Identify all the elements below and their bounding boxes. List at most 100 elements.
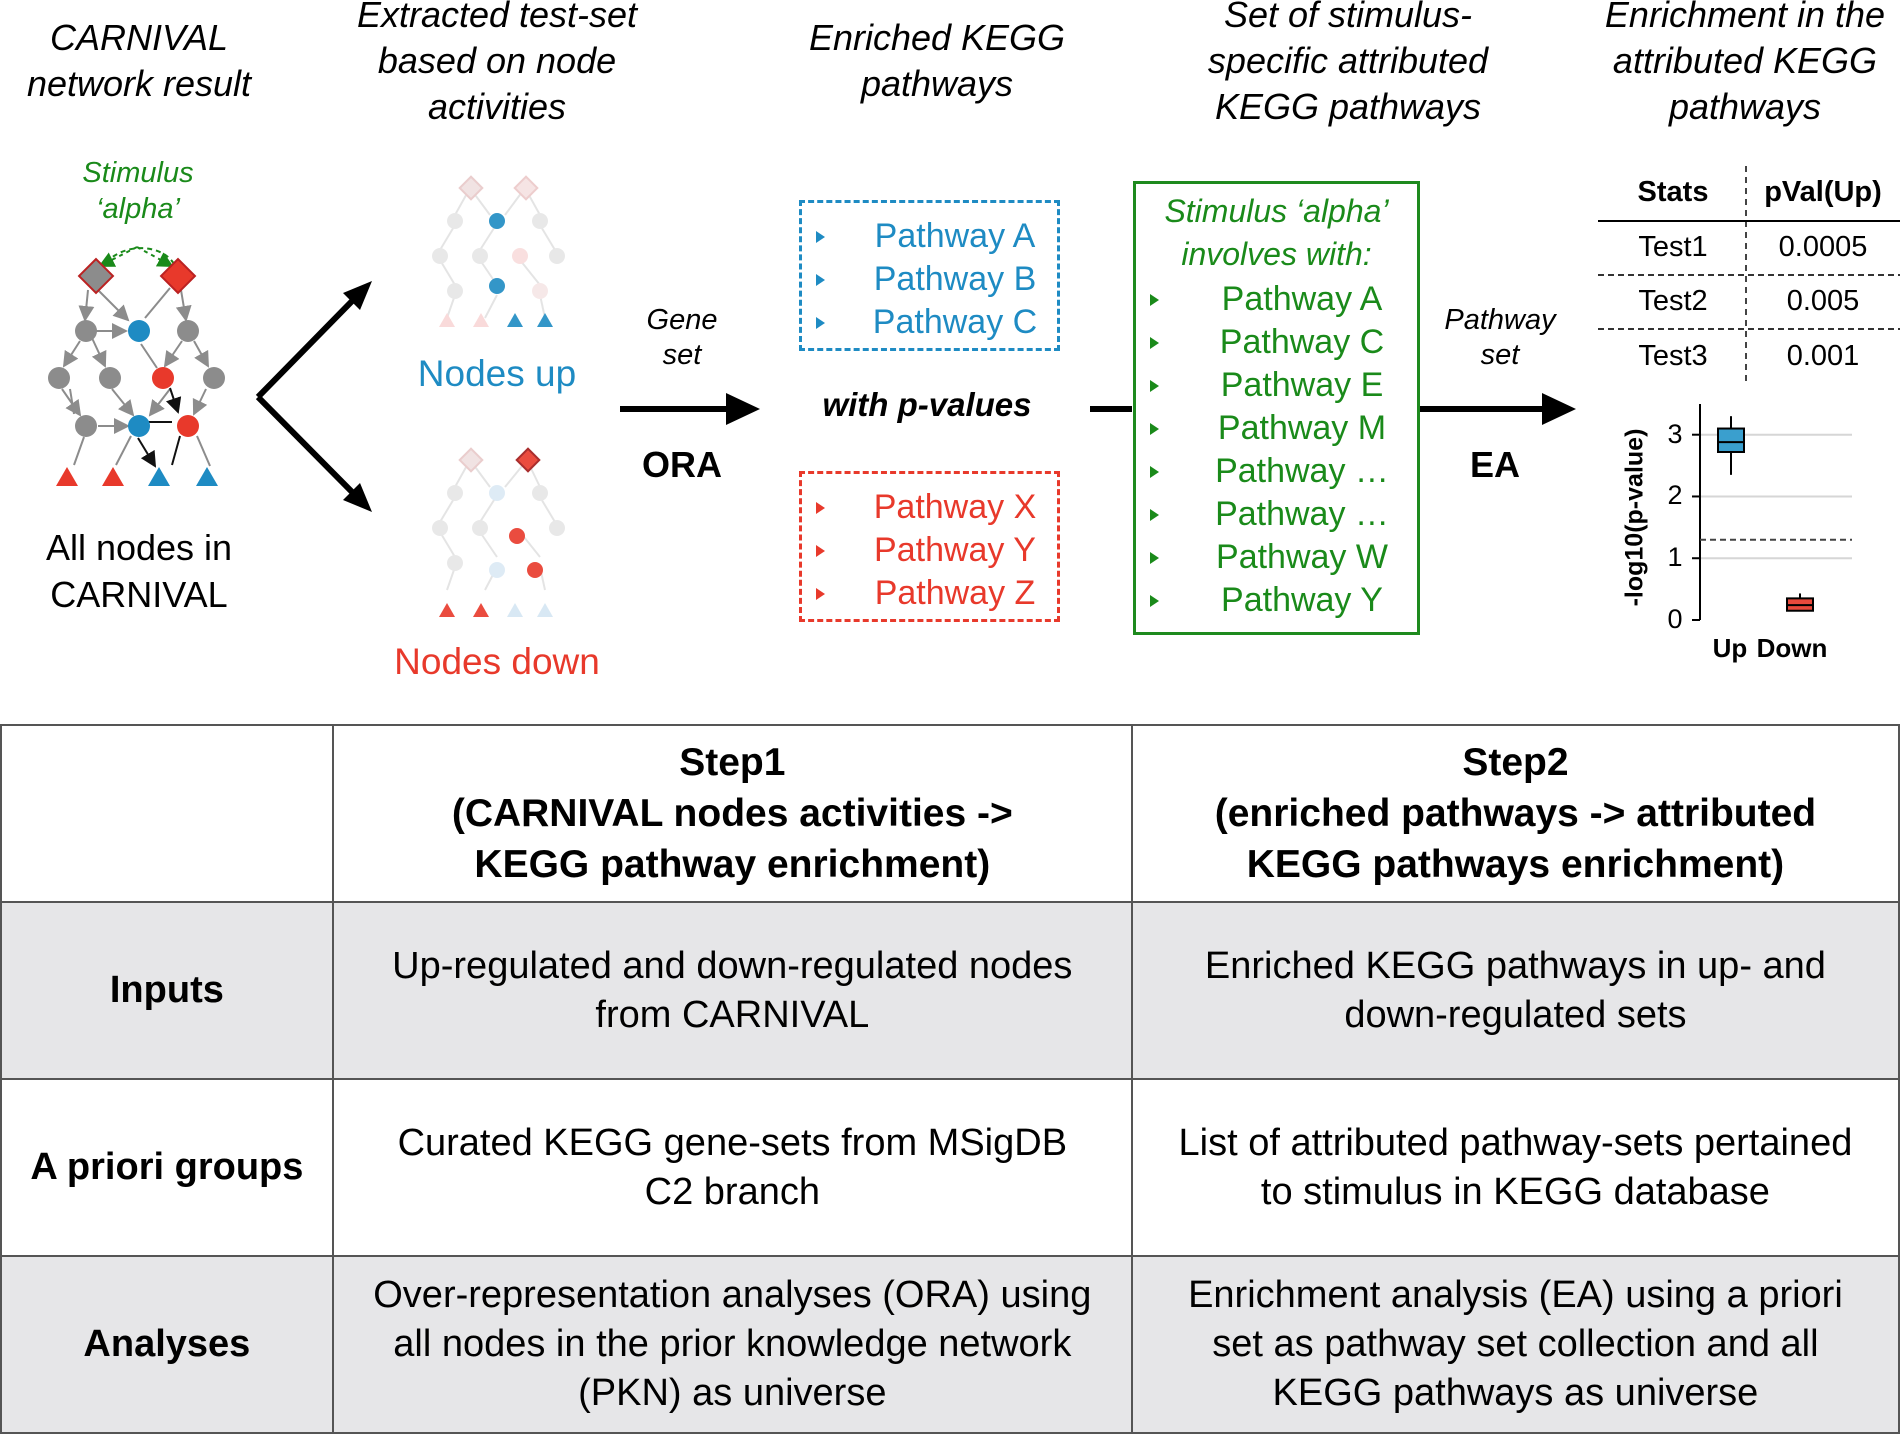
y-tick-label: 0 bbox=[1667, 604, 1683, 634]
triangle-bullet-icon bbox=[816, 544, 825, 557]
stimulus-pathway-label: Pathway M bbox=[1217, 409, 1387, 447]
header-extracted-test-set: Extracted test-set based on node activit… bbox=[356, 0, 638, 127]
stimulus-pathway-item: Pathway C bbox=[1136, 321, 1417, 364]
down-pathways-box: Pathway X Pathway Y Pathway Z bbox=[799, 471, 1060, 622]
stimulus-pathway-item: Pathway M bbox=[1136, 407, 1417, 450]
nodes-down-label: Nodes down bbox=[394, 641, 600, 682]
stimulus-pathway-label: Pathway W bbox=[1216, 538, 1388, 576]
ora-label: ORA bbox=[642, 444, 722, 485]
boxplot-ylabel: -log10(p-value) bbox=[1620, 428, 1649, 607]
nodes-down-network bbox=[432, 447, 565, 617]
stats-row1-pval: 0.0005 bbox=[1778, 231, 1868, 263]
y-tick-label: 3 bbox=[1667, 418, 1683, 449]
triangle-bullet-icon bbox=[1150, 594, 1159, 607]
stats-row2-pval: 0.005 bbox=[1786, 285, 1860, 317]
ea-label: EA bbox=[1469, 444, 1520, 485]
triangle-bullet-icon bbox=[816, 316, 825, 329]
stats-header-pval: pVal(Up) bbox=[1764, 176, 1882, 208]
triangle-bullet-icon bbox=[1150, 551, 1159, 564]
triangle-bullet-icon bbox=[816, 501, 825, 514]
stats-row3-test: Test3 bbox=[1638, 340, 1708, 372]
triangle-bullet-icon bbox=[816, 273, 825, 286]
stimulus-label: Stimulus ‘alpha’ bbox=[82, 157, 194, 225]
stimulus-pathway-item: Pathway E bbox=[1136, 364, 1417, 407]
stimulus-pathway-label: Pathway A bbox=[1221, 280, 1383, 318]
analyses-step2: Enrichment analysis (EA) using a priori … bbox=[1130, 1255, 1900, 1434]
arrowhead-down bbox=[343, 483, 372, 512]
down-pathway-item: Pathway Y bbox=[802, 529, 1057, 572]
stimulus-pathway-item: Pathway Y bbox=[1136, 579, 1417, 622]
triangle-bullet-icon bbox=[1150, 508, 1159, 521]
summary-header-blank bbox=[0, 724, 334, 903]
split-arrows bbox=[255, 292, 361, 501]
up-pathway-label: Pathway A bbox=[874, 217, 1036, 255]
stimulus-pathway-list: Pathway A Pathway C Pathway E Pathway M Path… bbox=[1136, 278, 1417, 622]
down-pathway-label: Pathway X bbox=[873, 488, 1037, 526]
ea-arrow bbox=[1090, 393, 1576, 425]
header-enrichment-attributed: Enrichment in the attributed KEGG pathwa… bbox=[1604, 0, 1886, 127]
down-pathway-item: Pathway Z bbox=[802, 572, 1057, 615]
header-enriched-kegg: Enriched KEGG pathways bbox=[808, 17, 1066, 104]
stimulus-pathway-item: Pathway … bbox=[1136, 493, 1417, 536]
triangle-bullet-icon bbox=[1150, 379, 1159, 392]
boxplot-xlabel-up: Up bbox=[1712, 633, 1748, 663]
triangle-bullet-icon bbox=[1150, 293, 1159, 306]
boxplot-xlabel-down: Down bbox=[1756, 633, 1828, 663]
workflow-diagram bbox=[48, 166, 1900, 621]
stimulus-pathway-label: Pathway Y bbox=[1221, 581, 1383, 619]
stats-row1-test: Test1 bbox=[1638, 231, 1708, 263]
summary-header-step1: Step1 (CARNIVAL nodes activities -> KEGG… bbox=[331, 724, 1133, 903]
nodes-up-network bbox=[432, 175, 565, 327]
stats-table-lines bbox=[1598, 166, 1900, 382]
row-label-apriori: A priori groups bbox=[0, 1078, 334, 1257]
up-pathways-box: Pathway A Pathway B Pathway C bbox=[799, 200, 1060, 351]
inputs-step1: Up-regulated and down-regulated nodes fr… bbox=[331, 901, 1133, 1080]
row-label-analyses: Analyses bbox=[0, 1255, 334, 1434]
carnival-network bbox=[48, 246, 225, 486]
up-pathway-label: Pathway B bbox=[873, 260, 1037, 298]
ora-arrow bbox=[620, 393, 760, 425]
triangle-bullet-icon bbox=[816, 230, 825, 243]
triangle-bullet-icon bbox=[1150, 465, 1159, 478]
gene-set-label: Gene set bbox=[646, 304, 718, 371]
summary-table: Step1 (CARNIVAL nodes activities -> KEGG… bbox=[0, 724, 1900, 1434]
box-up bbox=[1717, 427, 1745, 454]
stimulus-box-title: Stimulus ‘alpha’ involves with: bbox=[1164, 193, 1389, 272]
stats-header-stats: Stats bbox=[1637, 176, 1709, 208]
up-pathway-item: Pathway A bbox=[802, 215, 1057, 258]
arrowhead-up bbox=[343, 281, 372, 310]
up-pathway-item: Pathway C bbox=[802, 301, 1057, 344]
down-pathway-item: Pathway X bbox=[802, 486, 1057, 529]
stimulus-pathway-item: Pathway W bbox=[1136, 536, 1417, 579]
with-pvalues-label: with p-values bbox=[822, 386, 1032, 423]
y-tick-label: 1 bbox=[1667, 542, 1683, 573]
stimulus-pathway-item: Pathway … bbox=[1136, 450, 1417, 493]
pathway-set-label: Pathway set bbox=[1444, 304, 1556, 371]
triangle-bullet-icon bbox=[1150, 336, 1159, 349]
summary-header-step2: Step2 (enriched pathways -> attributed K… bbox=[1130, 724, 1900, 903]
triangle-bullet-icon bbox=[1150, 422, 1159, 435]
stimulus-pathway-label: Pathway C bbox=[1219, 323, 1385, 361]
nodes-up-label: Nodes up bbox=[417, 353, 577, 394]
apriori-step1: Curated KEGG gene-sets from MSigDB C2 br… bbox=[331, 1078, 1133, 1257]
stats-row2-test: Test2 bbox=[1638, 285, 1708, 317]
stimulus-pathway-label: Pathway E bbox=[1220, 366, 1384, 404]
stimulus-pathways-box: Stimulus ‘alpha’ involves with: Pathway … bbox=[1133, 181, 1420, 635]
analyses-step1: Over-representation analyses (ORA) using… bbox=[331, 1255, 1133, 1434]
down-pathway-label: Pathway Z bbox=[874, 574, 1036, 612]
up-pathway-label: Pathway C bbox=[872, 303, 1038, 341]
stats-row3-pval: 0.001 bbox=[1786, 340, 1860, 372]
row-label-inputs: Inputs bbox=[0, 901, 334, 1080]
triangle-bullet-icon bbox=[816, 587, 825, 600]
y-tick-label: 2 bbox=[1667, 480, 1683, 511]
down-pathway-label: Pathway Y bbox=[874, 531, 1036, 569]
inputs-step2: Enriched KEGG pathways in up- and down-r… bbox=[1130, 901, 1900, 1080]
stimulus-pathway-label: Pathway … bbox=[1215, 495, 1389, 533]
apriori-step2: List of attributed pathway-sets pertaine… bbox=[1130, 1078, 1900, 1257]
header-carnival-result: CARNIVAL network result bbox=[26, 17, 252, 104]
up-pathway-item: Pathway B bbox=[802, 258, 1057, 301]
header-stimulus-specific: Set of stimulus- specific attributed KEG… bbox=[1207, 0, 1489, 127]
stimulus-pathway-label: Pathway … bbox=[1215, 452, 1389, 490]
all-nodes-label: All nodes in CARNIVAL bbox=[45, 527, 233, 615]
boxplot-chart bbox=[1692, 404, 1852, 621]
